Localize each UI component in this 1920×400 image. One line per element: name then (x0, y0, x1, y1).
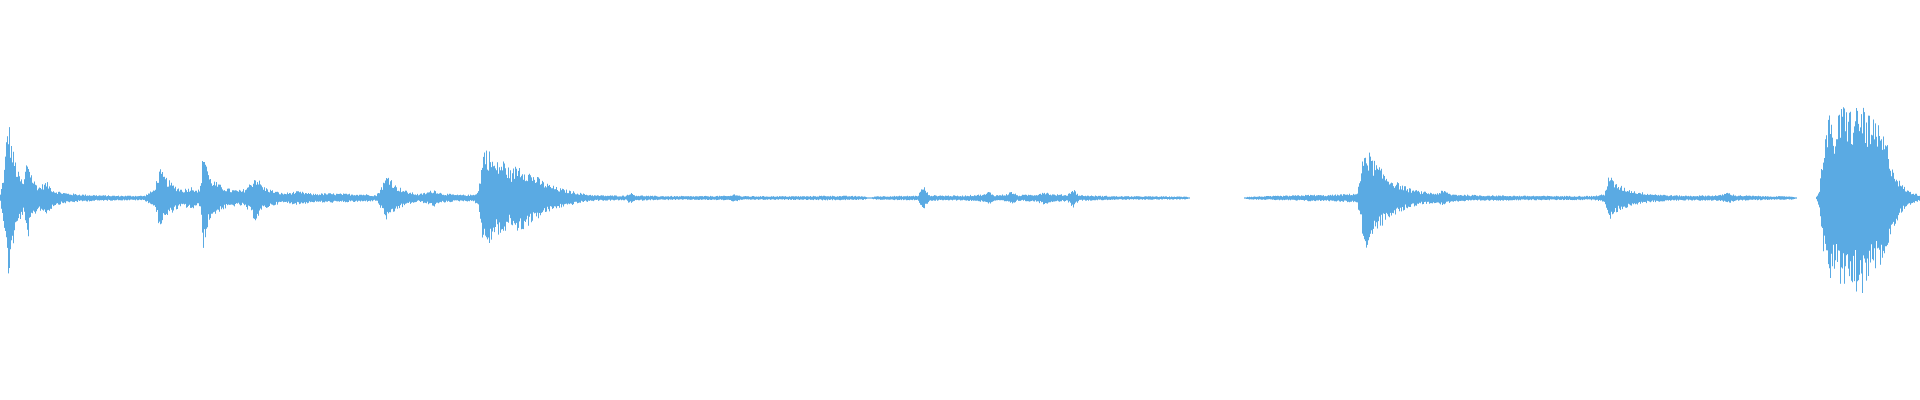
waveform-path (0, 107, 1920, 293)
